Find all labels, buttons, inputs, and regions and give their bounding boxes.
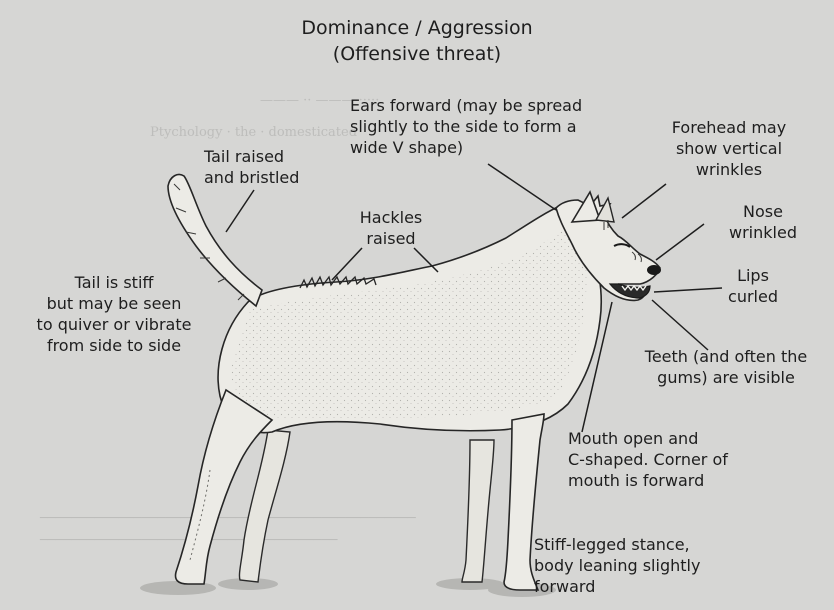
label-line: and bristled — [204, 167, 299, 188]
label-line: mouth is forward — [568, 470, 728, 491]
far-hind-leg — [239, 430, 290, 582]
label-line: Mouth open and — [568, 428, 728, 449]
diagram-subtitle: (Offensive threat) — [0, 42, 834, 66]
label-line: from side to side — [6, 335, 222, 356]
label-line: Teeth (and often the — [620, 346, 832, 367]
label-teeth: Teeth (and often the gums) are visible — [620, 346, 832, 388]
label-line: slightly to the side to form a — [350, 116, 582, 137]
label-line: raised — [346, 228, 436, 249]
pointer-lips — [654, 288, 722, 292]
label-line: wrinkled — [718, 222, 808, 243]
label-line: but may be seen — [6, 293, 222, 314]
label-line: Nose — [718, 201, 808, 222]
label-line: Tail raised — [204, 146, 299, 167]
label-line: wide V shape) — [350, 137, 582, 158]
pointer-hackles-left — [332, 248, 362, 280]
label-hackles: Hackles raised — [346, 207, 436, 249]
label-stance: Stiff-legged stance, body leaning slight… — [534, 534, 700, 597]
label-line: curled — [718, 286, 788, 307]
diagram-title: Dominance / Aggression — [0, 16, 834, 40]
label-mouth: Mouth open and C-shaped. Corner of mouth… — [568, 428, 728, 491]
pointer-nose — [656, 224, 704, 260]
label-forehead: Forehead may show vertical wrinkles — [654, 117, 804, 180]
label-nose: Nose wrinkled — [718, 201, 808, 243]
dog-nose — [647, 265, 661, 275]
label-line: Tail is stiff — [6, 272, 222, 293]
label-tail-stiff: Tail is stiff but may be seen to quiver … — [6, 272, 222, 356]
label-tail-raised: Tail raised and bristled — [204, 146, 299, 188]
label-line: Forehead may — [654, 117, 804, 138]
label-line: gums) are visible — [620, 367, 832, 388]
far-front-leg — [462, 440, 494, 582]
label-line: to quiver or vibrate — [6, 314, 222, 335]
pointer-teeth — [652, 300, 708, 350]
label-line: Lips — [718, 265, 788, 286]
label-line: Hackles — [346, 207, 436, 228]
label-line: wrinkles — [654, 159, 804, 180]
label-line: Stiff-legged stance, — [534, 534, 700, 555]
label-line: C-shaped. Corner of — [568, 449, 728, 470]
label-line: forward — [534, 576, 700, 597]
label-line: show vertical — [654, 138, 804, 159]
pointer-tail-raised — [226, 190, 254, 232]
pointer-ears — [488, 164, 556, 210]
label-ears: Ears forward (may be spread slightly to … — [350, 95, 582, 158]
label-line: Ears forward (may be spread — [350, 95, 582, 116]
label-lips: Lips curled — [718, 265, 788, 307]
label-line: body leaning slightly — [534, 555, 700, 576]
pointer-forehead — [622, 184, 666, 218]
